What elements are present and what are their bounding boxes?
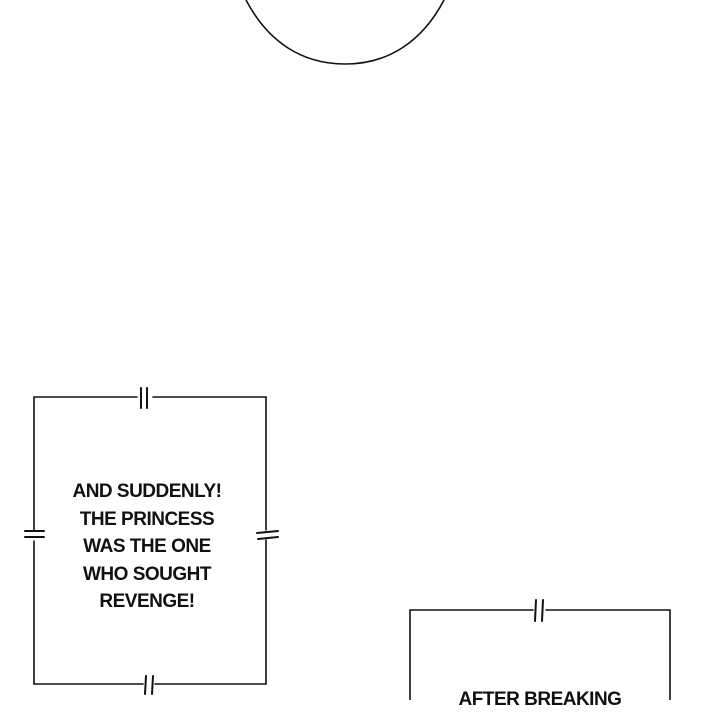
caption-text-1: AND SUDDENLY! THE PRINCESS WAS THE ONE W…: [72, 481, 222, 612]
